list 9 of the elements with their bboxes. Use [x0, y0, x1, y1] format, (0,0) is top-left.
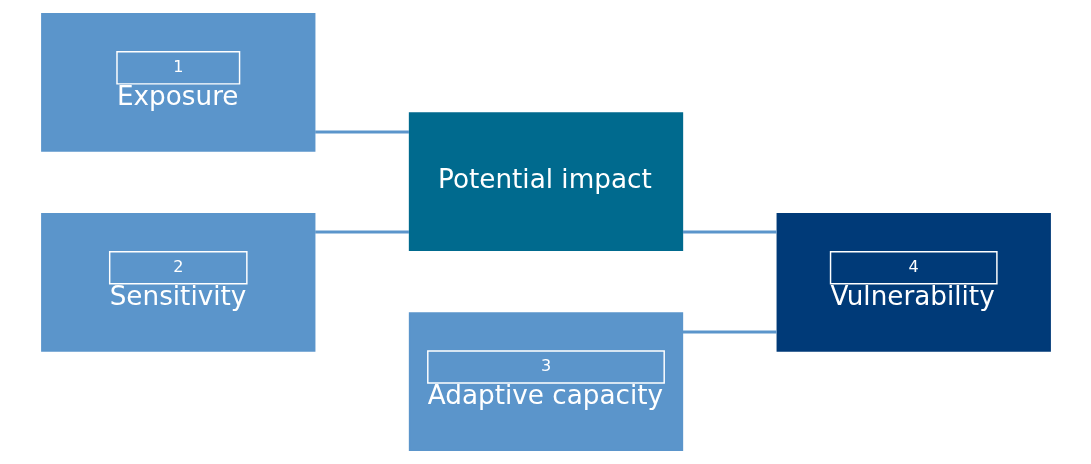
connector	[314, 230, 409, 234]
node-box: 4 Vulnerability	[776, 213, 1051, 352]
connector	[314, 130, 409, 134]
connector	[682, 330, 777, 334]
node-box: 2 Sensitivity	[40, 213, 315, 352]
node-box: 1 Exposure	[40, 13, 315, 152]
node-box: Potential impact	[408, 112, 683, 251]
node-box: 3 Adaptive capacity	[408, 312, 683, 451]
connector	[682, 230, 777, 234]
